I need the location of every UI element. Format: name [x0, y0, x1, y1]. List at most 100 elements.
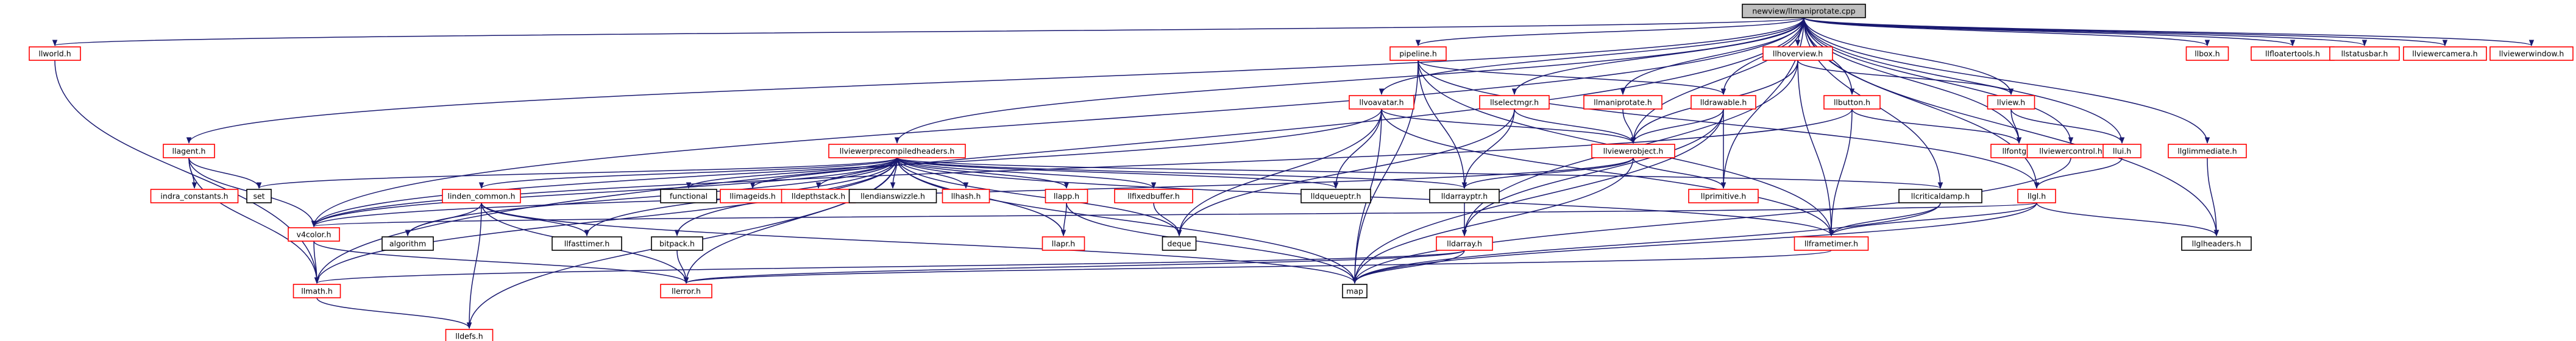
node-label: llapr.h [1052, 239, 1075, 248]
node-algorithm: algorithm [381, 236, 434, 251]
edge-llgl-to-map [1352, 202, 2037, 284]
edge-root-to-llworld [53, 17, 1804, 47]
edge-llgl-to-v4color [312, 202, 2037, 228]
edge-pipeline-to-lldarrayptr [1418, 60, 1467, 189]
edge-lldrawable-to-llviewerobject [1630, 108, 1724, 144]
node-llhash[interactable]: llhash.h [942, 189, 990, 203]
edge-llviewerprecompiledheaders-to-llapp [896, 157, 1070, 189]
edge-root-to-llviewerprecompiledheaders [894, 17, 1804, 144]
edge-pipeline-to-map [1352, 60, 1419, 284]
edge-llframetimer-to-llerror [684, 250, 1832, 284]
node-v4color[interactable]: v4color.h [288, 227, 340, 242]
node-llviewerwindow[interactable]: llviewerwindow.h [2489, 46, 2574, 61]
edge-llviewerprecompiledheaders-to-llcriticaldamp [896, 157, 1943, 189]
node-label: llfixedbuffer.h [1127, 192, 1180, 201]
edge-lldarray-to-llmath [314, 250, 1465, 284]
node-llvoavatar[interactable]: llvoavatar.h [1349, 95, 1414, 110]
node-llworld[interactable]: llworld.h [29, 46, 81, 61]
node-label: llview.h [1997, 98, 2025, 107]
edge-llviewercontrol-to-map [1352, 157, 2071, 284]
node-lldrawable[interactable]: lldrawable.h [1691, 95, 1756, 110]
edge-root-to-llbox [1803, 17, 2210, 47]
edge-root-to-llagent [186, 17, 1804, 144]
node-box [1041, 236, 1085, 251]
node-root[interactable]: newview/llmaniprotate.cpp [1742, 4, 1866, 18]
node-llerror[interactable]: llerror.h [660, 284, 712, 298]
node-llview[interactable]: llview.h [1987, 95, 2035, 110]
node-llviewercamera[interactable]: llviewercamera.h [2403, 46, 2487, 61]
edge-root-to-llglheaders [1803, 17, 2219, 237]
node-label: llhash.h [951, 192, 981, 201]
node-label: map [1346, 287, 1363, 296]
node-label: v4color.h [297, 230, 332, 239]
node-box [381, 236, 434, 251]
node-llstatusbar[interactable]: llstatusbar.h [2329, 46, 2400, 61]
node-llimageids[interactable]: llimageids.h [720, 189, 786, 203]
node-map: map [1342, 284, 1368, 298]
node-box [828, 144, 966, 158]
node-pipeline[interactable]: pipeline.h [1389, 46, 1447, 61]
node-llselectmgr[interactable]: llselectmgr.h [1479, 95, 1550, 110]
node-llviewerobject[interactable]: llviewerobject.h [1591, 144, 1675, 158]
edge-llviewerobject-to-llprimitive [1633, 157, 1726, 189]
edge-llviewerprecompiledheaders-to-set [257, 157, 898, 189]
node-indra-constants[interactable]: indra_constants.h [150, 189, 239, 203]
node-set: set [246, 189, 272, 203]
node-llmath[interactable]: llmath.h [293, 284, 341, 298]
edge-llviewerprecompiledheaders-to-deque [896, 157, 1182, 237]
edge-root-to-llui [1803, 17, 2125, 144]
node-lldarray[interactable]: lldarray.h [1436, 236, 1493, 251]
node-box [150, 189, 239, 203]
edge-llgl-to-llglheaders [2036, 202, 2219, 237]
edge-llviewerobject-to-map [1352, 157, 1634, 284]
edge-llviewerprecompiledheaders-to-llfixedbuffer [896, 157, 1157, 189]
node-box [1987, 95, 2035, 110]
node-label: llviewerprecompiledheaders.h [840, 147, 955, 156]
node-llindexcommon[interactable]: linden_common.h [442, 189, 521, 203]
node-lldepthstack[interactable]: lldepthstack.h [781, 189, 856, 203]
edge-llindexcommon-to-llfasttimer [481, 202, 590, 237]
node-box [442, 189, 521, 203]
edge-llbutton-to-llfontgl [1851, 108, 2022, 144]
node-llfixedbuffer[interactable]: llfixedbuffer.h [1114, 189, 1193, 203]
node-lldefs[interactable]: lldefs.h [445, 329, 494, 341]
node-llglimmediate[interactable]: llglimmediate.h [2168, 144, 2247, 158]
node-box [942, 189, 990, 203]
node-box [29, 46, 81, 61]
node-llapr[interactable]: llapr.h [1041, 236, 1085, 251]
node-llfloatertools[interactable]: llfloatertools.h [2251, 46, 2335, 61]
node-llui[interactable]: llui.h [2102, 144, 2141, 158]
node-label: llbox.h [2195, 49, 2219, 58]
node-llgl[interactable]: llgl.h [2017, 189, 2056, 203]
node-deque: deque [1162, 236, 1197, 251]
node-llframetimer[interactable]: llframetimer.h [1794, 236, 1869, 251]
node-box [1429, 189, 1500, 203]
node-llmaniprotate[interactable]: llmaniprotate.h [1583, 95, 1662, 110]
node-llviewerprecompiledheaders[interactable]: llviewerprecompiledheaders.h [828, 144, 966, 158]
node-label: indra_constants.h [160, 192, 228, 201]
edge-llhoverview-to-llframetimer [1797, 60, 1834, 237]
node-box [2181, 236, 2252, 251]
node-box [552, 236, 622, 251]
node-label: pipeline.h [1399, 49, 1437, 58]
edge-root-to-llview [1803, 17, 2014, 96]
node-label: bitpack.h [659, 239, 695, 248]
node-llglheaders: llglheaders.h [2181, 236, 2252, 251]
edge-llcriticaldamp-to-llframetimer [1828, 202, 1941, 237]
node-llapp[interactable]: llapp.h [1045, 189, 1088, 203]
node-label: functional [670, 192, 708, 201]
node-box [288, 227, 340, 242]
edge-llvoavatar-to-lldqueueptr [1333, 108, 1382, 189]
node-box [660, 189, 717, 203]
node-llbutton[interactable]: llbutton.h [1823, 95, 1881, 110]
node-label: lldarrayptr.h [1441, 192, 1488, 201]
node-llprimitive[interactable]: llprimitive.h [1688, 189, 1759, 203]
edge-root-to-llmath [314, 17, 1804, 284]
edge-root-to-pipeline [1416, 17, 1804, 47]
node-llagent[interactable]: llagent.h [163, 144, 215, 158]
node-llbox[interactable]: llbox.h [2185, 46, 2229, 61]
node-llhoverview[interactable]: llhoverview.h [1762, 46, 1833, 61]
node-llviewercontrol[interactable]: llviewercontrol.h [2026, 144, 2115, 158]
node-box [2329, 46, 2400, 61]
